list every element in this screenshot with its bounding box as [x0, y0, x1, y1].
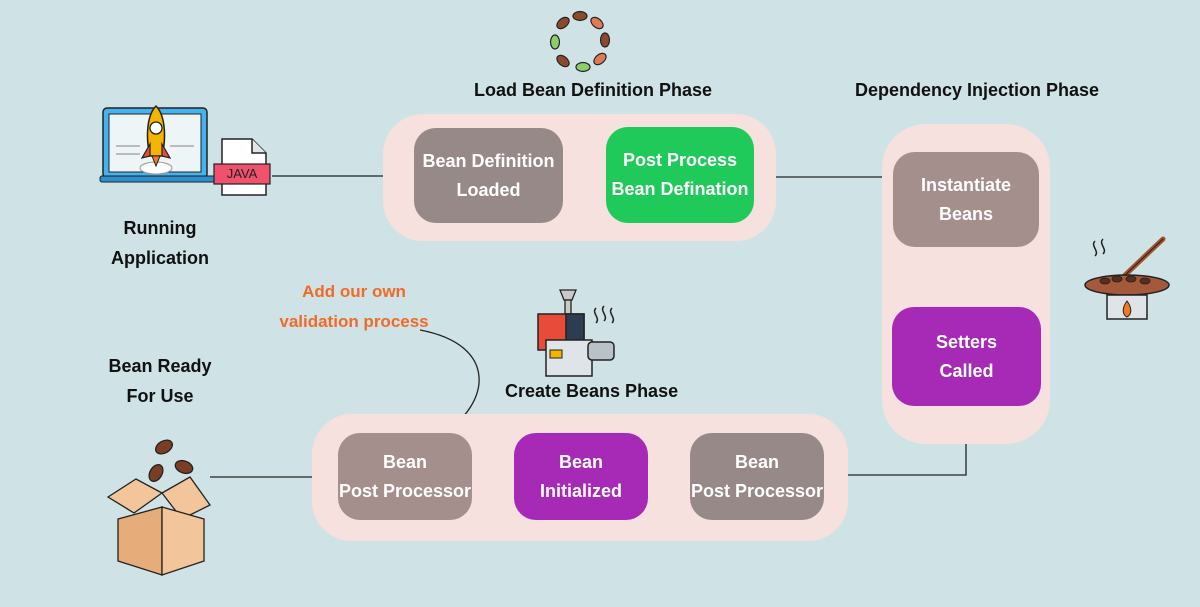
running-application-line1: Running	[123, 218, 197, 238]
bpp-right-line2: Post Processor	[690, 480, 824, 501]
load-phase-title: Load Bean Definition Phase	[474, 80, 713, 100]
laptop-rocket-icon	[99, 104, 217, 183]
instantiate-line1: Instantiate	[920, 174, 1012, 195]
java-file-icon: JAVA	[212, 137, 272, 197]
setters-line1: Setters	[935, 331, 998, 352]
validation-annotation: Add our own validation process	[266, 277, 442, 337]
running-application-line2: Application	[111, 248, 209, 268]
bean-initialized-line1: Bean	[558, 451, 603, 472]
coffee-beans-ring-icon	[549, 10, 611, 73]
bean-initialized-line2: Initialized	[539, 480, 622, 501]
annotation-line2: validation process	[279, 312, 429, 331]
bean-ready-line1: Bean Ready	[108, 356, 212, 376]
post-process-bean-definition-box: Post Process Bean Defination	[606, 127, 754, 223]
bpp-left-line1: Bean	[382, 451, 427, 472]
bean-definition-loaded-box: Bean Definition Loaded	[414, 128, 563, 223]
bean-definition-loaded-line1: Bean Definition	[422, 150, 555, 171]
bean-post-processor-right-box: Bean Post Processor	[690, 433, 824, 520]
coffee-roaster-machine-icon	[537, 289, 615, 377]
instantiate-line2: Beans	[938, 203, 994, 224]
di-phase-title: Dependency Injection Phase	[855, 80, 1100, 100]
coffee-box-icon	[106, 439, 211, 576]
bean-initialized-box: Bean Initialized	[514, 433, 648, 520]
post-process-line2: Bean Defination	[611, 179, 749, 199]
connector-di-to-create	[848, 443, 967, 476]
bean-ready-line2: For Use	[126, 386, 194, 406]
post-process-line1: Post Process	[622, 150, 738, 170]
bpp-right-line1: Bean	[734, 451, 779, 472]
instantiate-beans-box: Instantiate Beans	[893, 152, 1039, 247]
bpp-left-line2: Post Processor	[338, 480, 472, 501]
setters-line2: Called	[939, 360, 994, 381]
bean-ready-label: Bean Ready For Use	[108, 351, 212, 411]
java-label: JAVA	[226, 166, 258, 181]
running-application-label: Running Application	[110, 213, 210, 273]
create-phase-title: Create Beans Phase	[505, 381, 679, 401]
setters-called-box: Setters Called	[892, 307, 1041, 406]
annotation-line1: Add our own	[302, 282, 406, 301]
bean-definition-loaded-line2: Loaded	[456, 179, 521, 200]
bean-post-processor-left-box: Bean Post Processor	[338, 433, 472, 520]
roasting-pan-icon	[1084, 236, 1170, 320]
